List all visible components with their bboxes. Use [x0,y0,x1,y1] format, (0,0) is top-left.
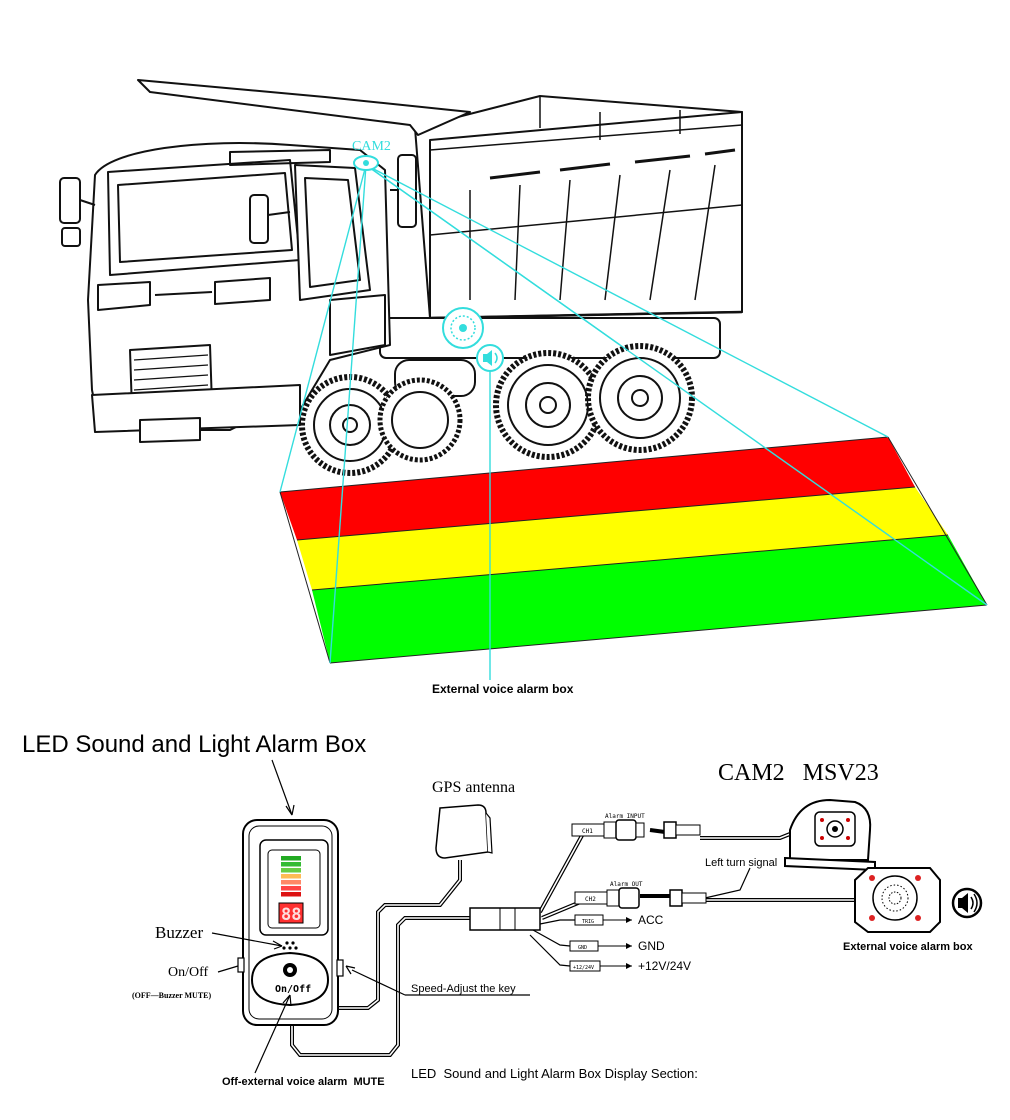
external-alarm-box-icon [854,867,941,933]
alarm-input-label: Alarm INPUT [605,813,645,820]
truck-speaker-icon [476,344,504,372]
connector-alarm-side [669,889,707,907]
led-bar-segment [281,886,301,891]
side-alarm-box-icon [442,307,484,349]
power-label: +12V/24V [638,959,691,973]
led-bar-segment [281,892,301,897]
led-bar-segment [281,874,301,879]
led-bar-segment [281,856,301,861]
connector-cam-side [663,821,701,839]
led-bar-segment [281,868,301,873]
cam2-camera-icon [353,155,379,171]
truck-illustration: CAM2 External voice alarm box [59,79,988,696]
left-turn-signal-label: Left turn signal [705,857,777,869]
truck-wheels [299,343,695,476]
speed-adjust-key[interactable] [336,959,344,977]
onoff-button-label: On/Off [275,984,311,995]
led-bar-segment [281,880,301,885]
red-zone [280,437,915,540]
connector-ch1: CH1 Alarm INPUT [571,813,645,841]
svg-text:TRIG: TRIG [582,919,594,925]
camera-view-lines [279,164,988,680]
acc-label: ACC [638,913,664,927]
gps-antenna-label: GPS antenna [432,779,515,796]
wiring-external-alarm-caption: External voice alarm box [843,941,973,953]
speed-adjust-label: Speed-Adjust the key [411,983,516,995]
cam2-label: CAM2 [352,139,391,154]
wiring-title: LED Sound and Light Alarm Box [22,731,366,758]
power-leads: TRIG ACC GND GND +12/24V +12V/24V [569,913,691,973]
led-bar-display [281,856,301,897]
yellow-zone [297,487,948,590]
led-bar-segment [281,862,301,867]
speaker-icon [951,887,983,919]
onoff-button[interactable]: On/Off [250,951,330,1007]
svg-text:+12/24V: +12/24V [573,965,594,971]
svg-text:GND: GND [578,945,587,951]
onoff-side-note: (OFF—Buzzer MUTE) [132,991,212,1000]
wiring-diagram: LED Sound and Light Alarm Box CAM2 MSV23… [22,731,983,1088]
camera-model-label: CAM2 MSV23 [718,760,879,786]
msv23-camera-icon [784,798,876,872]
side-onoff-switch[interactable] [237,957,245,973]
svg-text:CH1: CH1 [582,828,593,835]
onoff-side-label: On/Off [168,965,209,980]
display-section-caption: LED Sound and Light Alarm Box Display Se… [411,1066,698,1081]
off-mute-note: Off-external voice alarm MUTE [222,1076,385,1088]
alarm-out-label: Alarm OUT [610,881,643,888]
gps-antenna-icon [435,804,493,859]
buzzer-label: Buzzer [155,923,203,942]
green-zone [312,535,987,663]
digit-display: 88 [278,902,304,925]
cable-splitter [469,907,541,931]
warning-zones [279,436,988,664]
led-alarm-box: 88 On/Off [237,819,344,1026]
connector-ch2: CH2 Alarm OUT [574,881,643,909]
gnd-label: GND [638,939,665,953]
svg-text:CH2: CH2 [585,896,596,903]
svg-text:88: 88 [281,905,301,925]
truck-external-alarm-caption: External voice alarm box [432,682,574,696]
buzzer-holes [282,941,298,950]
